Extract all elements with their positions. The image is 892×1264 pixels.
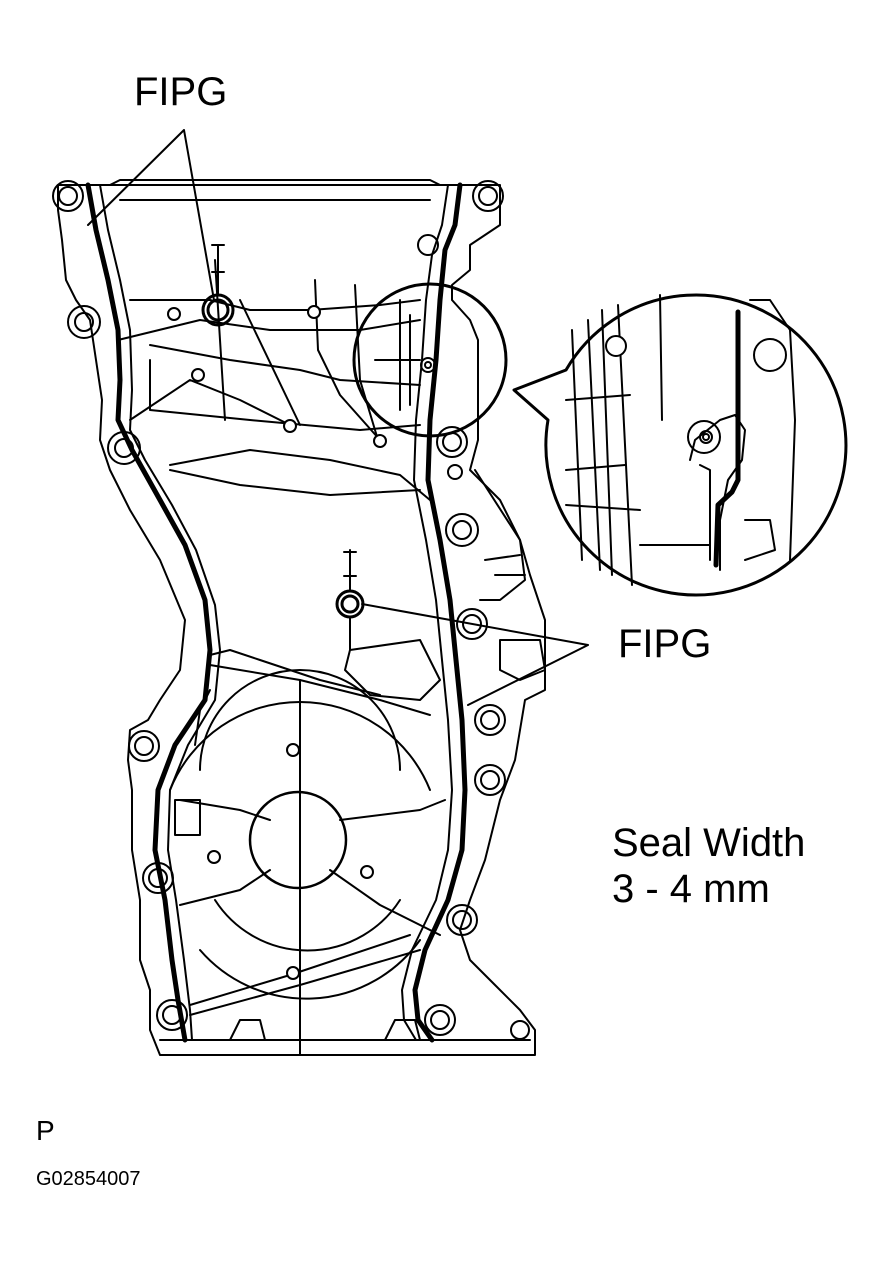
detail-circle-small (354, 284, 506, 436)
view-code: P (36, 1115, 55, 1146)
leader-fipg-top (88, 130, 214, 300)
fipg-label-top: FIPG (134, 70, 228, 114)
detail-seal-bead (716, 312, 738, 565)
fipg-point-middle (337, 550, 363, 650)
seal-width-line1: Seal Width (612, 821, 806, 865)
leader-fipg-right (362, 604, 588, 705)
fipg-seal-bead (88, 185, 210, 1040)
detail-small-content (375, 300, 435, 410)
seal-width-note: Seal Width 3 - 4 mm (612, 820, 805, 912)
detail-magnified-content (566, 295, 795, 585)
fipg-label-right: FIPG (618, 622, 712, 666)
fipg-seal-bead-right (415, 185, 465, 1040)
rib-dots (168, 306, 386, 979)
figure-id: G02854007 (36, 1168, 141, 1190)
detail-callout (514, 295, 846, 595)
cover-outline (58, 185, 545, 1055)
seal-width-line2: 3 - 4 mm (612, 867, 770, 911)
fipg-point-upper (203, 245, 233, 325)
